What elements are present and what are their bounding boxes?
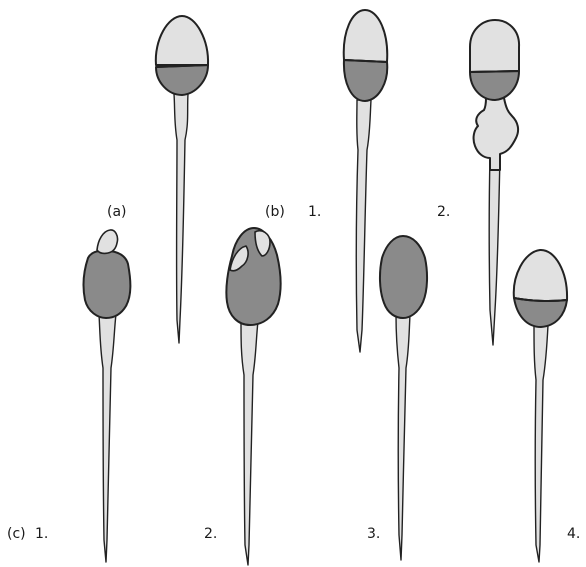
sperm-c2-tail: [241, 321, 258, 565]
sperm-c1-tail: [99, 314, 116, 562]
sperm-c1-acrosome-remnant: [97, 230, 118, 253]
panel-label-a: (a): [107, 204, 127, 220]
sperm-c4-postacrosomal-band: [514, 298, 567, 327]
panel-c-item-4: 4.: [567, 526, 580, 542]
sperm-b2: [470, 20, 519, 345]
sperm-a-postacrosomal: [156, 65, 208, 95]
sperm-b2-postacrosomal: [470, 71, 519, 100]
panel-label-c: (c): [7, 526, 26, 542]
sperm-b2-acrosome: [470, 20, 519, 72]
sperm-a-tail: [174, 94, 188, 343]
sperm-c1-head: [84, 251, 131, 318]
sperm-b1: [344, 10, 388, 352]
sperm-b2-cytoplasmic-droplet: [474, 98, 519, 170]
sperm-c2: [226, 228, 280, 565]
sperm-c4-acrosome: [514, 250, 567, 301]
sperm-b1-postacrosomal: [344, 60, 387, 101]
panel-b-item-1: 1.: [308, 204, 321, 220]
panel-c-item-2: 2.: [204, 526, 217, 542]
sperm-b1-acrosome: [344, 10, 387, 62]
sperm-c3-tail: [396, 315, 410, 560]
panel-c-item-1: 1.: [35, 526, 48, 542]
sperm-b2-tail: [489, 155, 500, 345]
sperm-c3-head: [380, 236, 427, 318]
panel-label-b: (b): [265, 204, 285, 220]
sperm-c2-head: [226, 228, 280, 325]
sperm-c1: [84, 230, 131, 562]
sperm-c3: [380, 236, 427, 560]
sperm-c4-tail: [534, 325, 548, 562]
panel-b-item-2: 2.: [437, 204, 450, 220]
sperm-b1-tail: [356, 100, 371, 352]
sperm-a: [156, 16, 208, 343]
sperm-c4: [514, 250, 567, 562]
sperm-b2-equatorial-band: [470, 71, 519, 72]
sperm-a-acrosome: [156, 16, 208, 65]
panel-c-item-3: 3.: [367, 526, 380, 542]
